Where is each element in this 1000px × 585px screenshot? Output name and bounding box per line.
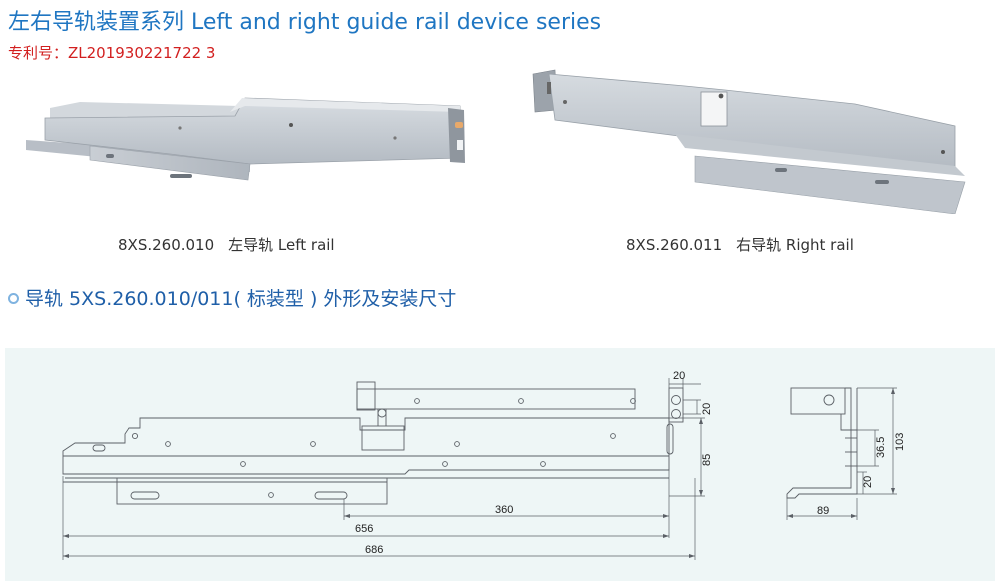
hole [414, 398, 420, 404]
dim-overall-length: 686 [365, 544, 383, 556]
end-plate [668, 387, 684, 423]
left-rail-name: 左导轨 Left rail [228, 236, 335, 254]
side-top-bracket [790, 387, 846, 415]
hole [310, 441, 316, 447]
hole [540, 461, 546, 467]
page-title: 左右导轨装置系列 Left and right guide rail devic… [8, 10, 602, 35]
dim-rail-height: 85 [701, 454, 713, 466]
right-rail-caption: 8XS.260.011 右导轨 Right rail [626, 234, 854, 255]
right-rail-photo [532, 69, 966, 214]
left-rail-caption: 8XS.260.010 左导轨 Left rail [118, 234, 335, 255]
upper-bracket-end [356, 381, 376, 411]
slot-3 [92, 444, 106, 452]
slot-1 [130, 491, 160, 500]
hole [131, 432, 139, 440]
section-title: 导轨 5XS.260.010/011( 标装型 ) 外形及安装尺寸 [25, 288, 457, 310]
left-rail-code: 8XS.260.010 [118, 236, 215, 254]
end-hole-2 [671, 409, 681, 419]
left-rail-photo [26, 97, 465, 181]
patent-number: 专利号：ZL201930221722 3 [8, 44, 216, 62]
right-rail-name: 右导轨 Right rail [736, 236, 854, 254]
dim-side-a: 36.5 [875, 437, 887, 458]
end-hole-1 [671, 395, 681, 405]
slot-2 [314, 491, 348, 500]
hole [240, 461, 246, 467]
hole [630, 398, 636, 404]
side-profile [786, 387, 858, 499]
center-block [361, 425, 405, 451]
right-rail-code: 8XS.260.011 [626, 236, 723, 254]
post-hole [377, 408, 387, 418]
dim-side-b: 103 [894, 433, 906, 451]
upper-bracket [356, 388, 636, 410]
dim-upper-height: 20 [701, 403, 713, 415]
hole [442, 461, 448, 467]
side-inner [840, 414, 857, 431]
hole [454, 441, 460, 447]
circle-bullet-icon [8, 293, 19, 304]
rail-outline [62, 417, 670, 475]
dim-side-width: 89 [817, 505, 829, 517]
lower-plate [116, 477, 388, 505]
dim-slot-length: 360 [495, 504, 513, 516]
side-hole [823, 394, 835, 406]
dim-rail-length: 656 [355, 523, 373, 535]
hole [165, 441, 171, 447]
dim-side-c: 20 [862, 476, 874, 488]
technical-drawing-panel: 20 20 85 360 656 686 36.5 103 20 89 [5, 348, 995, 581]
dim-top-width: 20 [673, 370, 685, 382]
section-heading: 导轨 5XS.260.010/011( 标装型 ) 外形及安装尺寸 [8, 284, 456, 311]
hole [610, 433, 616, 439]
end-slot [666, 423, 674, 455]
hole [268, 492, 274, 498]
dimension-drawing: 20 20 85 360 656 686 36.5 103 20 89 [62, 370, 906, 560]
hole [518, 398, 524, 404]
